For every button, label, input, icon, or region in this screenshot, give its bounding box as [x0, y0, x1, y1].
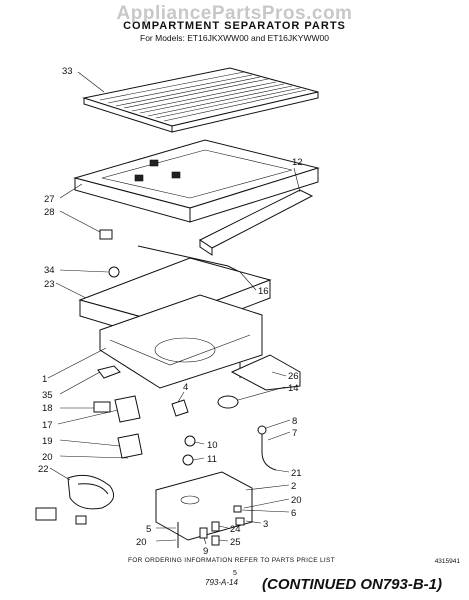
- callout-33: 33: [62, 66, 73, 77]
- page-number: 5: [233, 570, 237, 577]
- part-17: [114, 395, 141, 423]
- callout-labels: 33 12 27 28 34 23 16 1 26 35 4 14 18 17 …: [38, 66, 303, 557]
- callout-25: 25: [230, 537, 241, 548]
- part-33-grille: [82, 67, 319, 133]
- part-18: [93, 401, 111, 413]
- part-8: [257, 425, 267, 435]
- callout-20a: 20: [42, 452, 53, 463]
- part-number: 4315941: [434, 558, 460, 565]
- callout-20b: 20: [291, 495, 302, 506]
- part-25: [211, 535, 220, 546]
- callout-28: 28: [44, 207, 55, 218]
- callout-14: 14: [288, 383, 299, 394]
- callout-2: 2: [291, 481, 296, 492]
- handwritten-ref: 793-A-14: [205, 578, 238, 587]
- part-34: [108, 266, 120, 278]
- callout-18: 18: [42, 403, 53, 414]
- part-19: [117, 433, 143, 459]
- part-4: [171, 399, 189, 417]
- callout-20c: 20: [136, 537, 147, 548]
- callout-27: 27: [44, 194, 55, 205]
- part-6: [233, 505, 242, 513]
- part-28: [99, 229, 113, 240]
- callout-17: 17: [42, 420, 53, 431]
- callout-19: 19: [42, 436, 53, 447]
- ordering-note: FOR ORDERING INFORMATION REFER TO PARTS …: [128, 557, 335, 564]
- part-24: [211, 521, 220, 532]
- callout-22: 22: [38, 464, 49, 475]
- part-10: [184, 435, 196, 447]
- part-12-rail: [199, 189, 314, 256]
- callout-12: 12: [292, 157, 303, 168]
- part-22-harness: [35, 474, 115, 525]
- part-26: [230, 354, 301, 391]
- part-11: [182, 454, 194, 466]
- callout-24: 24: [230, 524, 241, 535]
- part-23-separator: [78, 257, 272, 389]
- callout-5: 5: [146, 524, 151, 535]
- callout-6: 6: [291, 508, 296, 519]
- part-3: [235, 517, 245, 526]
- part-35: [97, 365, 121, 379]
- callout-9: 9: [203, 546, 208, 557]
- callout-11: 11: [207, 454, 217, 465]
- page-title: COMPARTMENT SEPARATOR PARTS: [123, 20, 346, 32]
- callout-4: 4: [183, 382, 188, 393]
- callout-10: 10: [207, 440, 218, 451]
- callout-16: 16: [258, 286, 269, 297]
- part-14: [217, 395, 239, 409]
- watermark: AppliancePartsPros.com: [116, 3, 353, 24]
- part-21-wire: [261, 434, 277, 471]
- part-9: [199, 527, 208, 539]
- callout-1: 1: [42, 374, 47, 385]
- callout-7: 7: [292, 428, 297, 439]
- callout-34: 34: [44, 265, 55, 276]
- callout-35: 35: [42, 390, 53, 401]
- leader-lines: [47, 71, 301, 545]
- continued-note: (CONTINUED ON793-B-1): [262, 576, 443, 593]
- part-27-frame: [73, 139, 320, 223]
- callout-3: 3: [263, 519, 268, 530]
- callout-21: 21: [291, 468, 302, 479]
- callout-23: 23: [44, 279, 55, 290]
- callout-26: 26: [288, 371, 299, 382]
- callout-8: 8: [292, 416, 297, 427]
- models-subtitle: For Models: ET16JKXWW00 and ET16JKYWW00: [140, 33, 329, 43]
